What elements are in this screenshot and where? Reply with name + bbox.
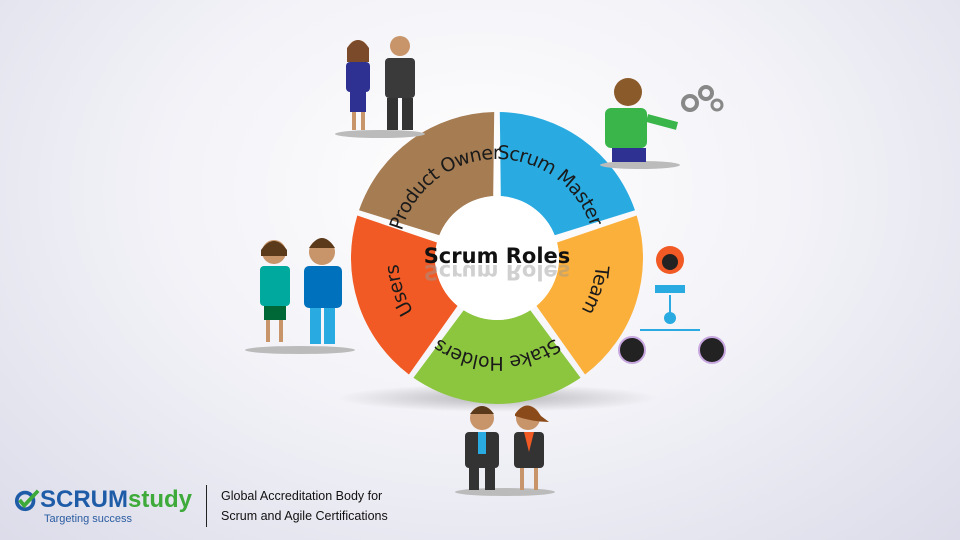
scrum-master-illustration — [600, 78, 724, 169]
center-circle — [435, 196, 559, 320]
center-title-reflection: Scrum Roles — [424, 260, 571, 284]
center-title: Scrum Roles — [424, 244, 571, 268]
logo-study-text: study — [127, 485, 192, 513]
stakeholders-illustration — [455, 405, 555, 496]
segment-users — [351, 215, 458, 375]
segment-scrum-master — [499, 112, 635, 236]
team-illustration — [618, 246, 726, 364]
footer-divider — [206, 485, 207, 527]
product-owner-illustration — [335, 36, 425, 138]
checkmark-logo-icon — [14, 488, 40, 511]
tagline-line-1: Global Accreditation Body for — [221, 489, 383, 503]
segment-team — [536, 215, 643, 375]
logo-tagline: Targeting success — [44, 512, 133, 525]
tagline-line-2: Scrum and Agile Certifications — [221, 509, 388, 523]
segment-stake-holders — [413, 310, 581, 405]
users-illustration — [245, 238, 355, 354]
segment-product-owner — [359, 112, 495, 236]
logo-scrum-text: SCRUM — [39, 485, 128, 513]
footer-tagline: Global Accreditation Body for Scrum and … — [221, 486, 388, 526]
